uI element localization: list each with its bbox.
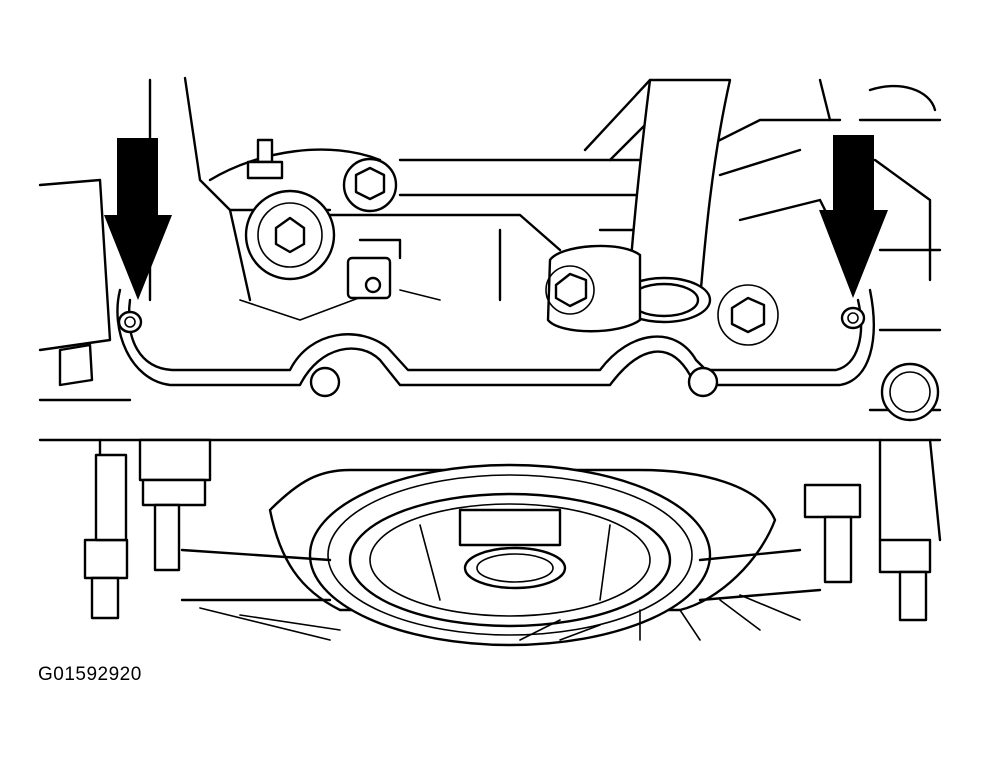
socket-head-bolt (244, 189, 336, 281)
bolt-upper-center (342, 157, 398, 213)
stud-bolt-top (246, 138, 284, 180)
arrow-right (819, 135, 888, 298)
sensor-connector (346, 238, 402, 300)
engine-block-upper (148, 76, 942, 321)
o-ring-right (840, 306, 866, 330)
oil-pan-lower-rail (180, 548, 822, 641)
figure-id-label: G01592920 (38, 664, 142, 685)
o-ring-left (117, 310, 143, 334)
oil-pan-gasket-flange (116, 288, 875, 398)
bolt-center-flange (545, 244, 642, 333)
crankshaft-seal-housing (268, 463, 777, 647)
arrow-left (104, 138, 172, 300)
bolt-lower-left-outer (83, 453, 129, 620)
bolt-lower-right-outer (878, 538, 932, 622)
bolt-right-flange (717, 284, 779, 346)
bolt-lower-right-inner (803, 483, 862, 584)
bolt-lower-left-inner (138, 438, 212, 572)
